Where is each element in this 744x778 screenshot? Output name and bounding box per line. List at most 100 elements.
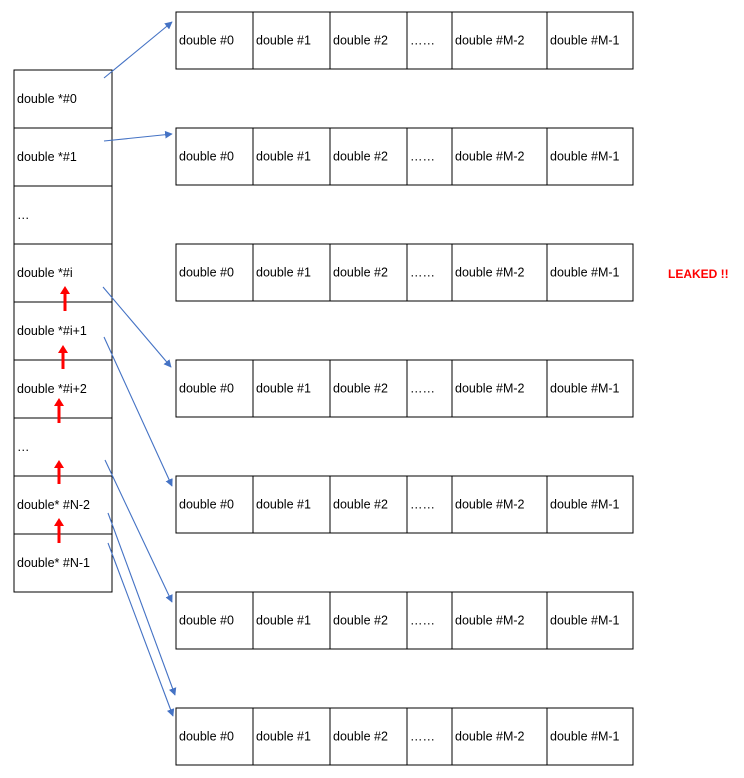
double-cell-label: double #M-2	[455, 34, 525, 48]
double-cell-label: ……	[410, 266, 435, 280]
double-cell-box	[175, 707, 254, 766]
pointer-cell: double *#i+1	[13, 301, 113, 361]
double-cell-box	[175, 359, 254, 418]
double-cell-label: double #2	[333, 730, 388, 744]
double-cell-box	[406, 475, 453, 534]
double-cell-box	[546, 707, 634, 766]
double-cell-label: double #M-1	[550, 382, 620, 396]
double-cell-label: double #0	[179, 382, 234, 396]
double-cell-box	[406, 707, 453, 766]
pointer-cell-box	[13, 533, 113, 593]
shift-up-arrow	[60, 286, 70, 311]
pointer-arrow	[104, 459, 173, 603]
pointer-cell-label: double *#i+1	[17, 324, 87, 338]
double-cell-label: double #M-1	[550, 266, 620, 280]
double-cell-label: double #M-2	[455, 150, 525, 164]
double-cell-label: double #M-1	[550, 34, 620, 48]
pointer-cell-box	[13, 185, 113, 245]
double-cell-label: double #M-2	[455, 730, 525, 744]
pointer-arrow	[103, 336, 173, 487]
double-cell-box	[252, 243, 331, 302]
double-cell-box	[252, 127, 331, 186]
pointer-cell-box	[13, 69, 113, 129]
double-cell-box	[546, 359, 634, 418]
double-cell-box	[451, 707, 548, 766]
double-cell-label: double #M-2	[455, 266, 525, 280]
pointer-cell-label: double *#1	[17, 150, 77, 164]
double-cell-label: ……	[410, 498, 435, 512]
double-cell-label: double #0	[179, 266, 234, 280]
pointer-cell-box	[13, 127, 113, 187]
double-cell-box	[451, 475, 548, 534]
double-cell-box	[252, 591, 331, 650]
pointer-cell-label: double *#0	[17, 92, 77, 106]
double-cell-box	[546, 127, 634, 186]
double-cell-label: double #M-1	[550, 614, 620, 628]
double-cell-label: double #1	[256, 498, 311, 512]
double-cell-box	[175, 475, 254, 534]
double-cell-box	[329, 591, 408, 650]
double-cell-box	[451, 591, 548, 650]
pointer-cell: double* #N-1	[13, 533, 113, 593]
double-cell-label: double #2	[333, 150, 388, 164]
pointer-arrow	[102, 286, 172, 368]
pointer-cell: …	[13, 185, 113, 245]
double-cell-box	[406, 359, 453, 418]
leaked-label: LEAKED !!	[668, 267, 729, 281]
shift-up-arrow	[54, 518, 64, 543]
pointer-arrow	[107, 542, 175, 717]
pointer-array: double *#0 double *#1 … double *#i double *#…	[13, 69, 113, 593]
pointer-cell-box	[13, 475, 113, 535]
double-cell-label: double #1	[256, 614, 311, 628]
double-cell-label: ……	[410, 150, 435, 164]
double-cell-label: double #1	[256, 730, 311, 744]
double-cell-box	[329, 359, 408, 418]
double-cell-box	[175, 11, 254, 70]
pointer-cell-label: double *#i	[17, 266, 73, 280]
double-cell-label: double #M-2	[455, 498, 525, 512]
double-cell-box	[546, 475, 634, 534]
pointer-cell-label: …	[17, 208, 30, 222]
double-cell-box	[406, 127, 453, 186]
double-cell-label: double #2	[333, 382, 388, 396]
double-cell-box	[252, 475, 331, 534]
double-cell-label: ……	[410, 382, 435, 396]
pointer-cell-label: …	[17, 440, 30, 454]
double-cell-label: double #2	[333, 266, 388, 280]
double-cell-label: ……	[410, 34, 435, 48]
pointer-arrows	[102, 21, 177, 717]
double-cell-label: double #M-1	[550, 730, 620, 744]
double-cell-box	[406, 243, 453, 302]
shift-up-arrows	[54, 286, 70, 543]
double-cell-label: double #1	[256, 382, 311, 396]
pointer-cell: double *#1	[13, 127, 113, 187]
double-cell-box	[546, 243, 634, 302]
double-cell-label: double #0	[179, 150, 234, 164]
pointer-arrow	[103, 130, 173, 142]
pointer-cell: …	[13, 417, 113, 477]
double-cell-box	[252, 707, 331, 766]
pointer-arrow	[103, 21, 173, 79]
double-cell-box	[175, 591, 254, 650]
double-cell-label: double #2	[333, 614, 388, 628]
double-cell-box	[406, 11, 453, 70]
double-cell-label: double #0	[179, 614, 234, 628]
double-cell-box	[451, 127, 548, 186]
pointer-cell: double *#i+2	[13, 359, 113, 419]
double-cell-label: double #M-1	[550, 498, 620, 512]
pointer-arrow	[107, 512, 177, 696]
double-cell-label: double #M-1	[550, 150, 620, 164]
pointer-cell: double *#0	[13, 69, 113, 129]
double-cell-label: double #2	[333, 34, 388, 48]
double-cell-label: double #M-2	[455, 614, 525, 628]
double-cell-label: ……	[410, 730, 435, 744]
double-cell-label: double #M-2	[455, 382, 525, 396]
double-cell-box	[546, 591, 634, 650]
double-cell-box	[329, 707, 408, 766]
double-cell-label: double #1	[256, 266, 311, 280]
data-rows: double #0 double #1 double #2 …… double #M-2…	[175, 11, 634, 766]
